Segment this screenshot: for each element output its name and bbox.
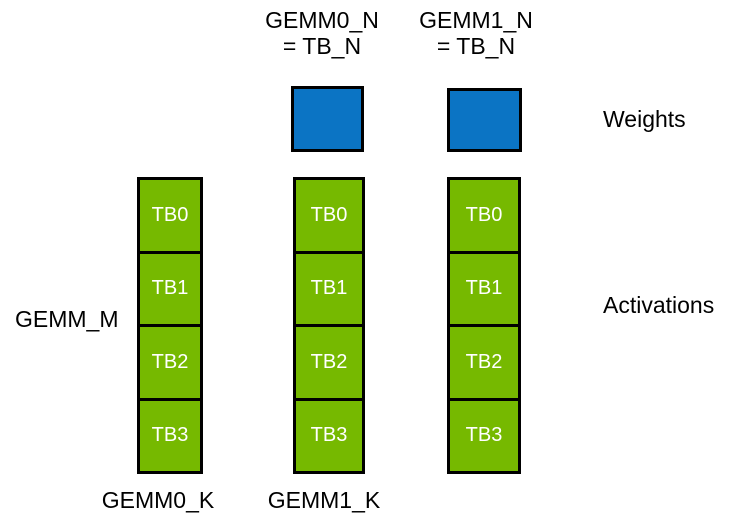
gemm0-n-label: GEMM0_N = TB_N (265, 7, 379, 59)
gemm0-n-line1: GEMM0_N (265, 7, 379, 33)
gemm-m-label: GEMM_M (15, 306, 119, 332)
gemm0-k-label: GEMM0_K (101, 487, 215, 513)
tb-cell: TB2 (137, 324, 203, 401)
gemm1-k-label: GEMM1_K (267, 487, 381, 513)
activations-label: Activations (603, 292, 715, 318)
tb-cell: TB1 (137, 250, 203, 327)
tb-cell: TB3 (293, 397, 365, 474)
tb-cell: TB0 (447, 177, 521, 254)
tb-cell: TB1 (447, 250, 521, 327)
gemm1-n-line1: GEMM1_N (419, 7, 533, 33)
tb-cell: TB2 (293, 324, 365, 401)
activations-column-gemm-m: TB0 TB1 TB2 TB3 (137, 177, 203, 474)
weights-block-gemm0 (291, 86, 364, 152)
activations-column-gemm1: TB0 TB1 TB2 TB3 (447, 177, 521, 474)
gemm0-n-line2: = TB_N (282, 33, 362, 59)
tb-cell: TB3 (447, 397, 521, 474)
gemm1-n-label: GEMM1_N = TB_N (419, 7, 533, 59)
tb-cell: TB1 (293, 250, 365, 327)
tb-cell: TB2 (447, 324, 521, 401)
tb-cell: TB0 (293, 177, 365, 254)
tb-cell: TB0 (137, 177, 203, 254)
gemm1-n-line2: = TB_N (436, 33, 516, 59)
tb-cell: TB3 (137, 397, 203, 474)
activations-column-gemm0: TB0 TB1 TB2 TB3 (293, 177, 365, 474)
weights-block-gemm1 (447, 88, 522, 152)
weights-label: Weights (603, 106, 686, 132)
